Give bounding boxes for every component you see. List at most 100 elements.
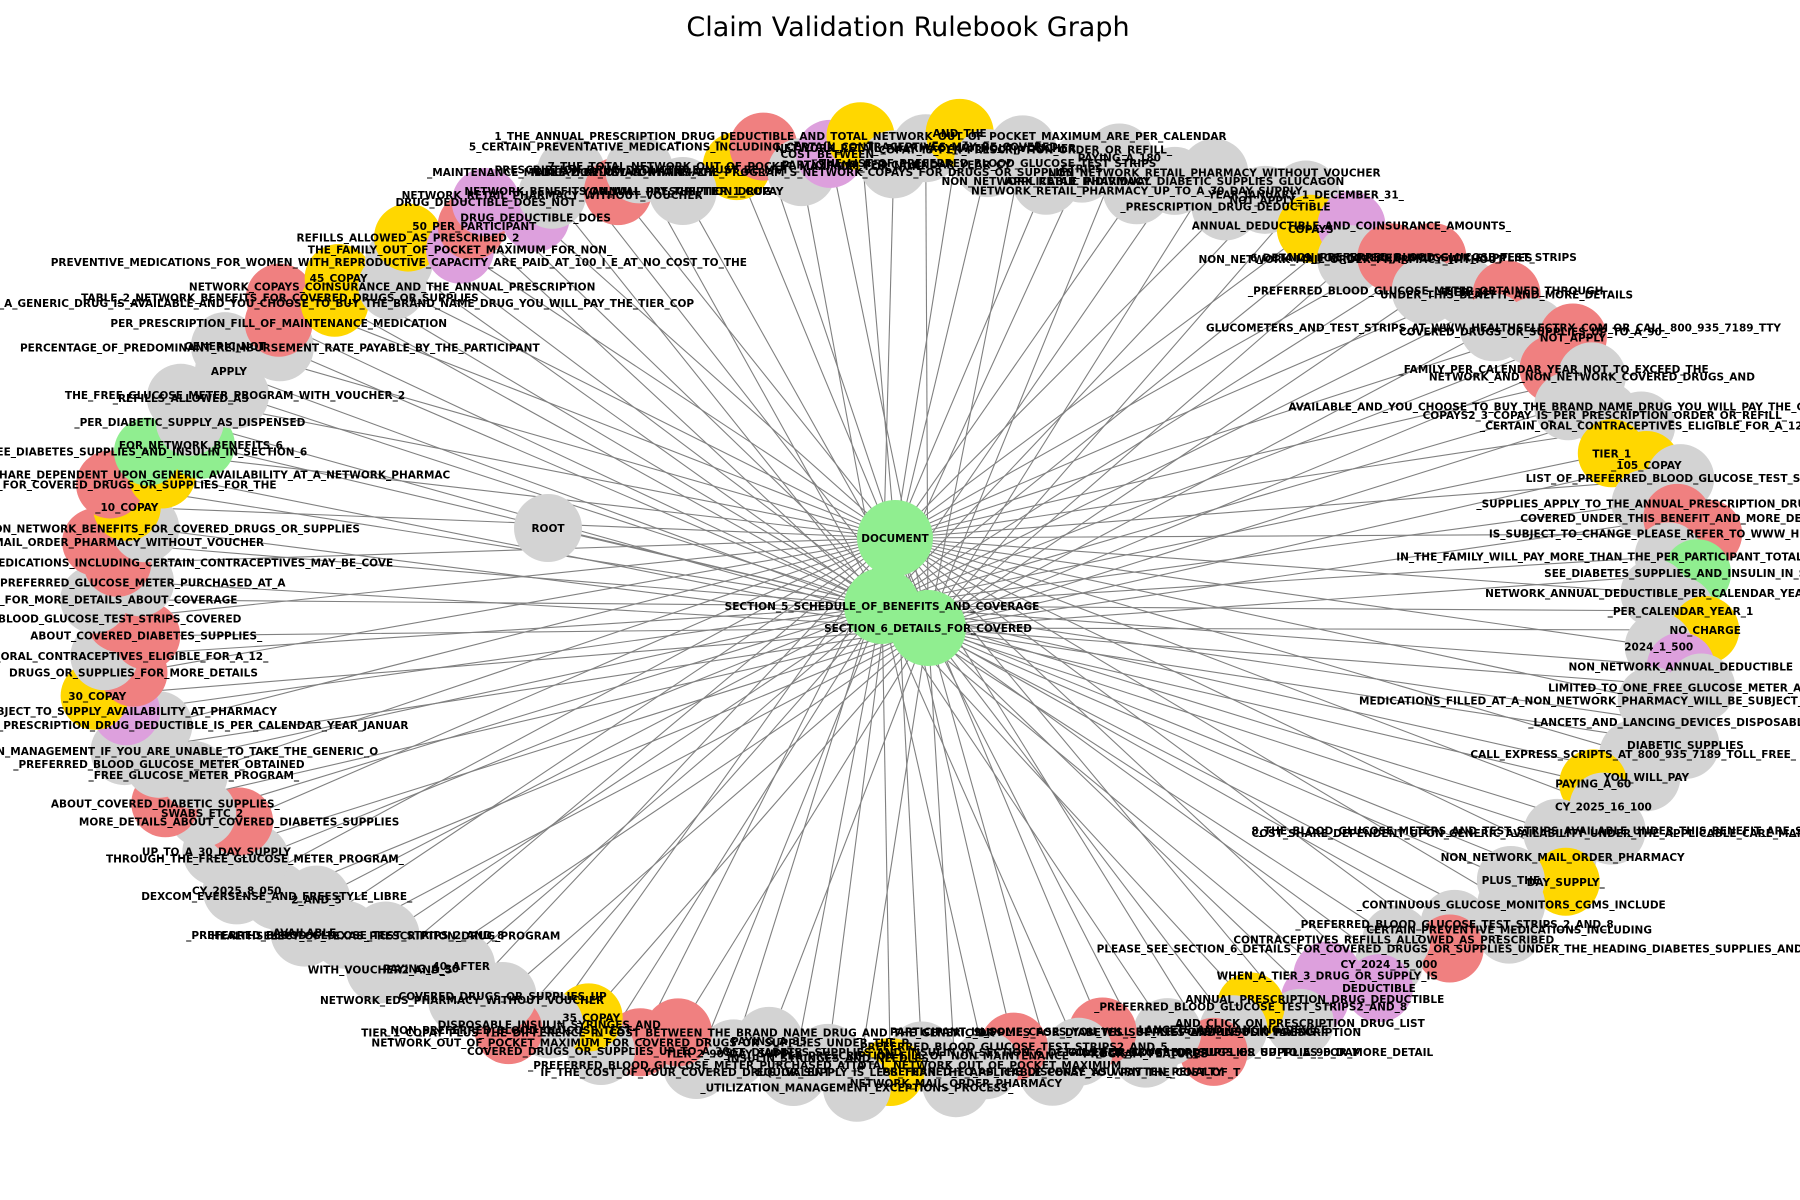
edge-line: [927, 627, 1558, 834]
node-label: PER_PRESCRIPTION_FILL_OF_MAINTENANCE_MED…: [110, 318, 447, 330]
edge-line: [508, 605, 883, 1031]
node-label: BLOOD_GLUCOSE_TEST_STRIPS_COVERED: [0, 613, 242, 625]
edge-line: [894, 228, 1312, 539]
node-label: CALL_EXPRESS_SCRIPTS_AT_800_935_7189_TOL…: [1470, 749, 1796, 761]
node-label: DRUGS_OR_SUPPLIES_FOR_MORE_DETAILS: [9, 668, 258, 680]
graph-node-root[interactable]: [514, 494, 582, 562]
node-label: EQUIVALENT: [756, 1067, 831, 1079]
hub-node-section-6[interactable]: [890, 590, 966, 666]
edge-line: [894, 205, 1226, 539]
node-label: COPAYS: [1288, 224, 1334, 236]
node-label: SEE_DIABETES_SUPPLIES_AND_INSULIN_IN_SEC…: [724, 1047, 1433, 1059]
node-label: IS_SUBJECT_TO_CHANGE_PLEASE_REFER_TO_WWW…: [1489, 529, 1800, 541]
edge-line: [146, 627, 929, 637]
graph-node-refills-allowed-as-prescribed-2[interactable]: [373, 203, 442, 272]
node-label: _CONTINUOUS_GLUCOSE_MONITORS_CGMS_INCLUD…: [1357, 900, 1666, 912]
node-label: NOTE_ON_UTILIZATION_MANAGEMENT_IF_YOU_AR…: [0, 746, 378, 758]
node-label: TABLE_2_NETWORK_BENEFITS_FOR_COVERED_DRU…: [81, 293, 479, 305]
edge-line: [894, 180, 1047, 539]
edge-line: [881, 605, 1681, 612]
node-label: ROOT: [531, 523, 565, 535]
node-label: NOT_APPLY: [1540, 332, 1607, 344]
node-label: THE_LIST_OF_PREFERRED_BLOOD_GLUCOSE_TEST…: [819, 158, 1156, 170]
node-label: CY_2024_15_000: [1340, 959, 1437, 971]
node-label: COVERED_DRUGS_OR_SUPPLIES_UP_TO_A_90_DAY: [1068, 1047, 1360, 1059]
edge-line: [104, 605, 883, 657]
edge-line: [927, 258, 1352, 629]
graph-node-deductible[interactable]: [1344, 954, 1413, 1023]
edge-line: [894, 537, 1634, 755]
node-label: PAYING_A_180: [1078, 153, 1161, 165]
edge-line: [588, 627, 929, 1018]
node-label: NOT_APPLY_: [1229, 195, 1301, 207]
edge-line: [338, 277, 929, 629]
edge-line: [881, 605, 1681, 668]
node-label: _50_PER_PARTICIPANT: [407, 221, 537, 233]
edge-line: [133, 537, 896, 674]
edge-line: [345, 627, 929, 936]
edge-line: [881, 605, 987, 1066]
node-label: _PREFERRED_BLOOD_GLUCOSE_TEST_STRIPS2_AN…: [1094, 1001, 1407, 1013]
graph-node-you-will-pay-the-tier-1-copay[interactable]: [648, 157, 717, 226]
edge-line: [881, 605, 1328, 976]
graph-node-certain-preventive-medications-including[interactable]: [1475, 895, 1544, 964]
node-label: _SUBJECT_TO_SUPPLY_AVAILABILITY_AT_PHARM…: [0, 706, 277, 718]
edge-line: [881, 405, 1569, 607]
edge-line: [109, 483, 883, 607]
node-label: NETWORK_BENEFITS_ANNUAL_PRESCRIPTION_DRU…: [464, 186, 771, 198]
edge-line: [677, 627, 929, 1033]
graph-title: Claim Validation Rulebook Graph: [686, 12, 1129, 43]
node-label: 1_THE_ANNUAL_PRESCRIPTION_DRUG_DEDUCTIBL…: [0, 720, 408, 732]
edge-line: [96, 541, 883, 607]
edge-line: [927, 627, 1054, 1072]
node-label: TIER_1: [1592, 448, 1631, 460]
node-label: _FAMILY_PER_CALENDAR_YEAR_NOT_TO_EXCEED_…: [1398, 364, 1708, 376]
node-label: 8_THE_BLOOD_GLUCOSE_METERS_AND_TEST_STRI…: [1251, 826, 1800, 838]
edge-line: [459, 249, 896, 539]
edge-line: [502, 627, 929, 997]
node-label: PLEASE_SEE_SECTION_6_DETAILS_FOR_COVERED…: [1097, 944, 1800, 956]
node-label: 6_DETAILS_FOR_COVERED_DRUGS_OR_SUPPLIES: [1250, 252, 1532, 264]
node-label: GENERIC_NOT: [184, 341, 266, 353]
node-label: LIST_OF_PREFERRED_BLOOD_GLUCOSE_TEST_STR…: [1526, 473, 1800, 485]
node-label: TABLE_2_BELOW_CONTAINS_THE_PROGRAM_S_NET…: [529, 167, 1073, 179]
graph-node-day-supply[interactable]: [1531, 847, 1600, 916]
node-label: ANNUAL_DEDUCTIBLE_AND_COINSURANCE_AMOUNT…: [1192, 220, 1512, 232]
graph-node-45-copay[interactable]: [304, 244, 373, 313]
node-label: TIER_2_90_DAY_SUPPLY: [665, 1048, 802, 1060]
edge-line: [140, 581, 929, 629]
node-label: APPLY: [211, 366, 248, 378]
node-label: COST_BETWEEN_: [780, 149, 880, 161]
node-label: NETWORK_OUT_OF_POCKET_MAXIMUM_FOR_COVERE…: [371, 1037, 909, 1049]
edge-line: [276, 627, 929, 897]
edge-line: [894, 291, 1467, 539]
edge-line: [551, 194, 883, 607]
node-label: CERTAIN_PREVENTIVE_MEDICATIONS_INCLUDING: [1366, 925, 1652, 937]
edge-line: [638, 169, 883, 607]
hub-node-document[interactable]: [857, 500, 933, 576]
node-label: STRIPS: [1061, 164, 1103, 176]
node-label: HEALTHSELECT_OF_TEXAS_PRESCRIPTION_DRUG_…: [211, 931, 561, 943]
edge-line: [894, 537, 1451, 949]
edge-layer: [94, 132, 1709, 1088]
node-label: NON_NETWORK_RETAIL_PHARMACY: [941, 176, 1150, 188]
edge-line: [145, 527, 929, 629]
node-label: AVAILABLE_AND_YOU_CHOOSE_TO_BUY_THE_BRAN…: [1288, 401, 1800, 413]
node-label: WHEN_A_TIER_3_DRUG_OR_SUPPLY_IS: [1217, 970, 1438, 982]
node-label: _CERTAIN_ORAL_CONTRACEPTIVES_ELIGIBLE_FO…: [1480, 420, 1800, 432]
edge-line: [535, 217, 896, 539]
node-label: DISPOSABLE_INSULIN_SYRINGES_AND: [438, 1019, 661, 1031]
graph-node-generic-not[interactable]: [190, 312, 259, 381]
node-label: COVERED_UNDER_THIS_BENEFIT_AND_MORE_DETA…: [1520, 513, 1800, 525]
edge-line: [881, 605, 1252, 1007]
edge-line: [927, 627, 1234, 1030]
node-label: _DETAILS_FOR_COVERED_DRUGS_OR_SUPPLIES_F…: [0, 479, 277, 491]
edge-line: [379, 537, 896, 970]
edge-line: [927, 414, 1605, 629]
node-label: 4_IF_A_GENERIC_DRUG_IS_AVAILABLE_AND_YOU…: [0, 298, 694, 310]
edge-line: [894, 537, 1512, 905]
node-label: PREFERRED_TO_AS_THE_DISPENSE_AS_WRITTEN_…: [882, 1067, 1223, 1079]
node-label: NETWORK_COPAYS_COINSURANCE_AND_THE_ANNUA…: [189, 281, 595, 293]
graph-node-please-see-section-6-details-for-covered-drugs-or-[interactable]: [1415, 914, 1484, 983]
graph-node-table-2-network-benefits-for-covered-drugs-or-supp[interactable]: [245, 263, 314, 332]
